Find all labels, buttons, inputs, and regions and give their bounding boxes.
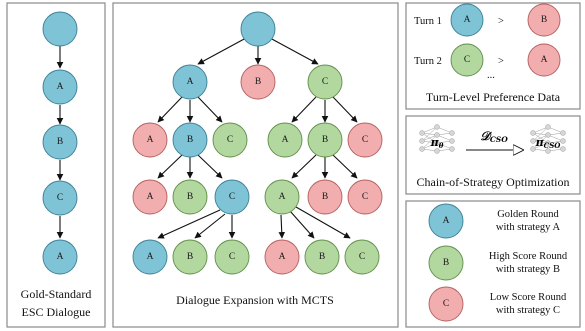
cso-panel: πθ 𝒟CSO πCSO Chain-of-Strategy Optimizat… — [405, 115, 581, 195]
mcts-frame — [112, 2, 399, 328]
mcts-node-l3-f — [347, 179, 383, 215]
mcts-node-l3-b-label: B — [187, 192, 193, 202]
gold-node-3 — [42, 180, 78, 216]
mcts-node-l2-b — [172, 122, 208, 158]
mcts-node-l4-b-label: B — [187, 252, 193, 262]
mcts-node-l3-a-label: A — [147, 192, 154, 202]
mcts-node-l2-b-label: B — [187, 135, 193, 145]
mcts-node-l2-f — [347, 122, 383, 158]
mcts-node-l2-c — [212, 122, 248, 158]
mcts-node-l2-c-label: C — [227, 135, 233, 145]
mcts-node-l4-a-label: A — [147, 252, 154, 262]
mcts-node-l3-c-label: C — [229, 192, 235, 202]
turn1-gt: > — [498, 16, 504, 27]
mcts-node-l2-d-label: A — [282, 135, 289, 145]
turn1-preferred-node — [450, 3, 484, 37]
mcts-node-l1-b — [240, 64, 276, 100]
mcts-node-l4-d-label: A — [279, 252, 286, 262]
gold-node-1 — [42, 69, 78, 105]
mcts-node-l4-b — [172, 239, 208, 275]
mcts-node-l2-f-label: C — [362, 135, 368, 145]
mcts-node-l4-e-label: B — [319, 252, 325, 262]
mcts-node-l1-c-label: C — [322, 77, 328, 87]
cso-caption: Chain-of-Strategy Optimization — [417, 175, 570, 189]
turn2-rejected-node — [527, 43, 561, 77]
turn2-gt: > — [498, 56, 504, 67]
mcts-node-l3-a — [132, 179, 168, 215]
gold-node-4 — [42, 239, 78, 275]
legend-golden-line1: Golden Round — [497, 209, 559, 220]
mcts-node-l4-c-label: C — [229, 252, 235, 262]
mcts-node-l1-c — [307, 64, 343, 100]
mcts-node-l3-b — [172, 179, 208, 215]
mcts-node-l3-d-label: A — [279, 192, 286, 202]
pi-theta: πθ — [430, 136, 444, 150]
gold-node-2-label: B — [57, 137, 63, 147]
pi-cso: πCSO — [535, 136, 562, 150]
legend-high-node-label: B — [443, 258, 449, 268]
mcts-node-l1-a — [172, 64, 208, 100]
mcts-node-l3-e-label: B — [322, 192, 328, 202]
gold-caption-line1: Gold-Standard — [21, 287, 92, 301]
legend-high-line1: High Score Round — [489, 251, 568, 262]
mcts-node-l3-c — [214, 179, 250, 215]
mcts-node-l2-d — [267, 122, 303, 158]
legend-low-line2: with strategy C — [496, 305, 560, 316]
preference-caption: Turn-Level Preference Data — [426, 90, 561, 104]
gold-node-3-label: C — [57, 193, 63, 203]
turn2-preferred-label: C — [464, 55, 470, 65]
gold-standard-frame — [6, 2, 106, 328]
mcts-node-l1-b-label: B — [255, 77, 261, 87]
mcts-node-l4-f — [344, 239, 380, 275]
gold-node-1-label: A — [57, 82, 64, 92]
turn1-preferred-label: A — [464, 15, 471, 25]
neural-network-icon — [419, 124, 455, 154]
turn2-preferred-node — [450, 43, 484, 77]
mcts-node-l4-a — [132, 239, 168, 275]
gold-node-4-label: A — [57, 252, 64, 262]
mcts-node-l4-c — [214, 239, 250, 275]
legend-panel: A Golden Round with strategy A B High Sc… — [405, 200, 581, 328]
mcts-node-l4-d — [264, 239, 300, 275]
preference-ellipsis: ... — [487, 70, 495, 81]
turn1-label: Turn 1 — [414, 16, 442, 27]
legend-high-line2: with strategy B — [496, 264, 560, 275]
mcts-caption: Dialogue Expansion with MCTS — [176, 293, 334, 307]
legend-golden-node-label: A — [443, 216, 450, 226]
gold-node-2 — [42, 124, 78, 160]
mcts-node-root — [240, 11, 276, 47]
mcts-node-l2-e — [307, 122, 343, 158]
turn2-rejected-label: A — [541, 55, 548, 65]
legend-low-line1: Low Score Round — [490, 292, 567, 303]
mcts-node-l2-e-label: B — [322, 135, 328, 145]
mcts-node-l3-f-label: C — [362, 192, 368, 202]
legend-low-node-label: C — [443, 299, 449, 309]
mcts-node-l2-a — [132, 122, 168, 158]
gold-node-root — [42, 11, 78, 47]
mcts-node-l4-e — [304, 239, 340, 275]
turn1-rejected-node — [527, 3, 561, 37]
turn1-rejected-label: B — [541, 15, 547, 25]
mcts-node-l4-f-label: C — [359, 252, 365, 262]
legend-golden-node — [428, 203, 464, 239]
turn2-label: Turn 2 — [414, 56, 442, 67]
legend-high-node — [428, 245, 464, 281]
preference-panel: Turn 1 A > B Turn 2 C > A ... Turn-Level… — [405, 2, 581, 110]
mcts-node-l3-d — [264, 179, 300, 215]
mcts-panel: A B C A B C A B C A B C A B C A B — [112, 2, 399, 328]
dataset-symbol: 𝒟CSO — [480, 129, 508, 144]
optimized-network-icon — [530, 124, 566, 154]
legend-golden-line2: with strategy A — [496, 222, 561, 233]
mcts-node-l2-a-label: A — [147, 135, 154, 145]
gold-caption-line2: ESC Dialogue — [22, 305, 91, 319]
mcts-node-l1-a-label: A — [187, 77, 194, 87]
mcts-node-l3-e — [307, 179, 343, 215]
legend-low-node — [428, 286, 464, 322]
gold-standard-panel: A B C A Gold-Standard ESC Dialogue — [6, 2, 106, 328]
